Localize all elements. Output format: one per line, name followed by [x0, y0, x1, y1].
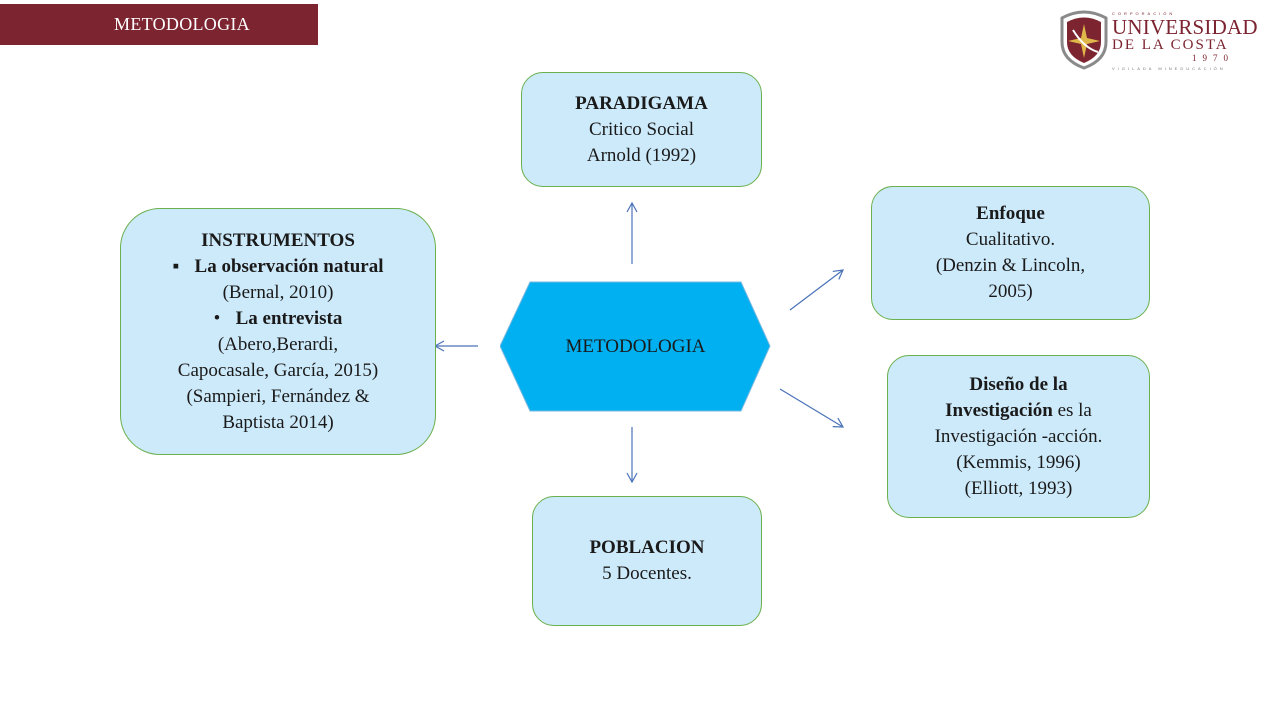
logo-year: 1970 — [1192, 53, 1234, 63]
diseno-line2: (Kemmis, 1996) — [956, 451, 1081, 473]
diseno-title-b-rest: es la — [1052, 399, 1092, 421]
enfoque-box: Enfoque Cualitativo. (Denzin & Lincoln, … — [871, 186, 1150, 320]
enfoque-line2: (Denzin & Lincoln, — [935, 255, 1086, 276]
instrumentos-item2-ref3: (Sampieri, Fernández & — [186, 385, 370, 407]
instrumentos-title: INSTRUMENTOS — [201, 229, 355, 251]
instrumentos-item1: La observación natural — [194, 255, 384, 277]
square-bullet-icon: ▪ — [172, 255, 180, 277]
center-label: METODOLOGIA — [565, 335, 706, 357]
diseno-title-a: Diseño de la — [969, 373, 1068, 395]
instrumentos-item2-ref2: Capocasale, García, 2015) — [177, 359, 379, 381]
logo-small-top: CORPORACIÓN — [1112, 11, 1176, 16]
round-bullet-icon: • — [213, 307, 221, 329]
diseno-line3: (Elliott, 1993) — [964, 477, 1073, 499]
poblacion-box: POBLACION 5 Docentes. — [532, 496, 762, 626]
hexagon-shape — [500, 281, 771, 412]
diseno-title-b: Investigación — [945, 399, 1053, 421]
university-shield-icon — [1060, 10, 1108, 70]
diseno-line1: Investigación -acción. — [934, 425, 1103, 447]
enfoque-line3: 2005) — [988, 281, 1033, 302]
paradigma-box: PARADIGAMA Critico Social Arnold (1992) — [521, 72, 762, 187]
arrow-lower-right — [779, 388, 845, 428]
logo-motto: VIGILADA MINEDUCACIÓN — [1112, 66, 1226, 71]
instrumentos-item1-ref: (Bernal, 2010) — [222, 281, 334, 303]
instrumentos-box: INSTRUMENTOS ▪ La observación natural (Be… — [120, 208, 436, 455]
university-logo: CORPORACIÓN UNIVERSIDAD DE LA COSTA 1970… — [1112, 10, 1258, 71]
poblacion-title: POBLACION — [589, 537, 705, 558]
logo-sub: DE LA COSTA — [1112, 37, 1229, 53]
section-banner: METODOLOGIA — [0, 4, 318, 45]
instrumentos-item2: La entrevista — [235, 307, 343, 329]
center-node: METODOLOGIA — [500, 281, 771, 412]
diseno-box: Diseño de la Investigación es la Investi… — [887, 355, 1150, 518]
instrumentos-item2-ref1: (Abero,Berardi, — [217, 333, 339, 355]
paradigma-line1: Critico Social — [588, 118, 694, 140]
paradigma-line2: Arnold (1992) — [586, 144, 697, 166]
enfoque-title: Enfoque — [976, 203, 1045, 224]
logo-main: UNIVERSIDAD — [1112, 15, 1258, 39]
poblacion-line1: 5 Docentes. — [602, 563, 692, 584]
enfoque-line1: Cualitativo. — [965, 229, 1056, 250]
banner-title: METODOLOGIA — [114, 14, 250, 34]
instrumentos-item2-ref4: Baptista 2014) — [222, 411, 334, 433]
paradigma-title: PARADIGAMA — [575, 92, 708, 114]
arrow-upper-right — [789, 269, 844, 311]
